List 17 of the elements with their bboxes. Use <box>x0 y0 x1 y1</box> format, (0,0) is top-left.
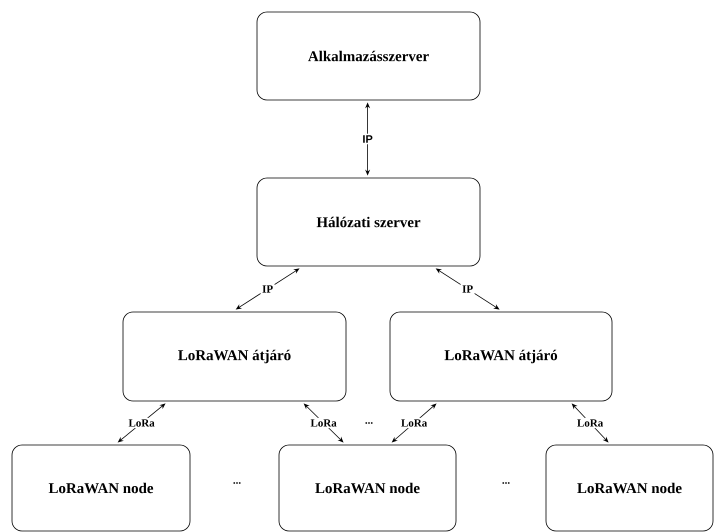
ellipsis: ... <box>365 422 373 424</box>
process-box: LoRaWAN átjáró <box>390 312 612 402</box>
edge-label: LoRa <box>577 419 604 427</box>
edge-label: IP <box>363 135 372 143</box>
process-box: Alkalmazásszerver <box>256 12 480 100</box>
edge-label: LoRa <box>128 419 155 427</box>
process-box: Hálózati szerver <box>256 178 480 266</box>
edge-label: LoRa <box>401 419 428 427</box>
edge-label: IP <box>262 285 273 293</box>
process-box: LoRaWAN átjáró <box>122 312 346 402</box>
edge-label: IP <box>462 285 473 293</box>
process-box: LoRaWAN node <box>12 444 190 532</box>
ellipsis: ... <box>502 482 510 484</box>
edge-label: LoRa <box>310 419 337 427</box>
ellipsis: ... <box>233 482 241 484</box>
process-box: LoRaWAN node <box>278 444 456 532</box>
process-box: LoRaWAN node <box>546 444 714 532</box>
